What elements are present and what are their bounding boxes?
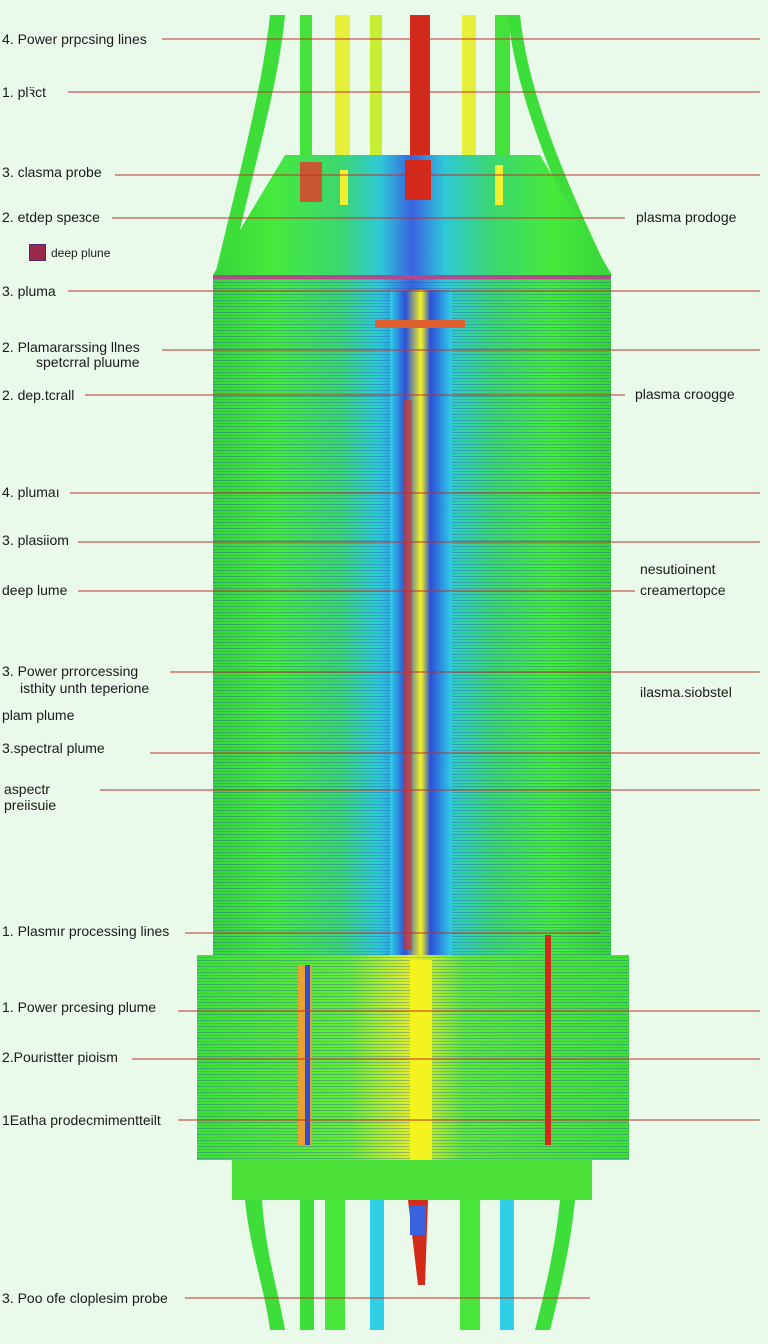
- left-label: aspectr: [4, 781, 50, 797]
- left-label: spetcrral pluume: [36, 354, 140, 370]
- right-label: plasma prodoge: [636, 209, 737, 225]
- left-label: 1. plꝛ̈ct: [2, 84, 46, 100]
- left-label: 3. plasiiom: [2, 532, 69, 548]
- left-label: 4. Power prрcsing lines: [2, 31, 147, 47]
- left-label: 2.Pouristter pioism: [2, 1049, 118, 1065]
- left-label: preiisuie: [4, 797, 57, 813]
- left-label: 1Eatha prodecmimentteilt: [2, 1112, 161, 1128]
- right-label: ilasma.siobstel: [640, 684, 732, 700]
- main-column: [213, 275, 611, 955]
- left-label: isthity unth teperione: [20, 680, 150, 696]
- bottom-nozzles: [232, 1160, 592, 1330]
- left-label: plam plume: [2, 707, 75, 723]
- left-label: deep lume: [2, 582, 68, 598]
- left-label: 3.spectral plume: [2, 740, 105, 756]
- right-label: creamertopce: [640, 582, 726, 598]
- left-label: 3. clasma probe: [2, 164, 102, 180]
- left-label: 2. dep.tcrall: [2, 387, 75, 403]
- left-label: 2. etdep spезce: [2, 209, 100, 225]
- right-label: plasma croogge: [635, 386, 735, 402]
- left-label: 1. Power prcesing plume: [2, 999, 157, 1015]
- upper-cap: [213, 155, 612, 275]
- right-label: nesutioinent: [640, 561, 716, 577]
- left-label: 3. Poo ofe cloplesim probe: [2, 1290, 168, 1306]
- left-label: 3. Power prrorcessing: [2, 663, 139, 679]
- lower-base: [197, 935, 629, 1160]
- legend-swatch: [29, 244, 46, 261]
- left-label: 3. pluma: [2, 283, 56, 299]
- left-label: 2. Plamararssing llnes: [2, 339, 140, 355]
- leader-lines: [68, 38, 760, 1299]
- left-label: 1. Plasmır processing lines: [2, 923, 170, 939]
- legend-label: deep plune: [51, 246, 111, 260]
- top-prongs: [215, 15, 610, 275]
- left-label: 4. plumaı: [2, 484, 60, 500]
